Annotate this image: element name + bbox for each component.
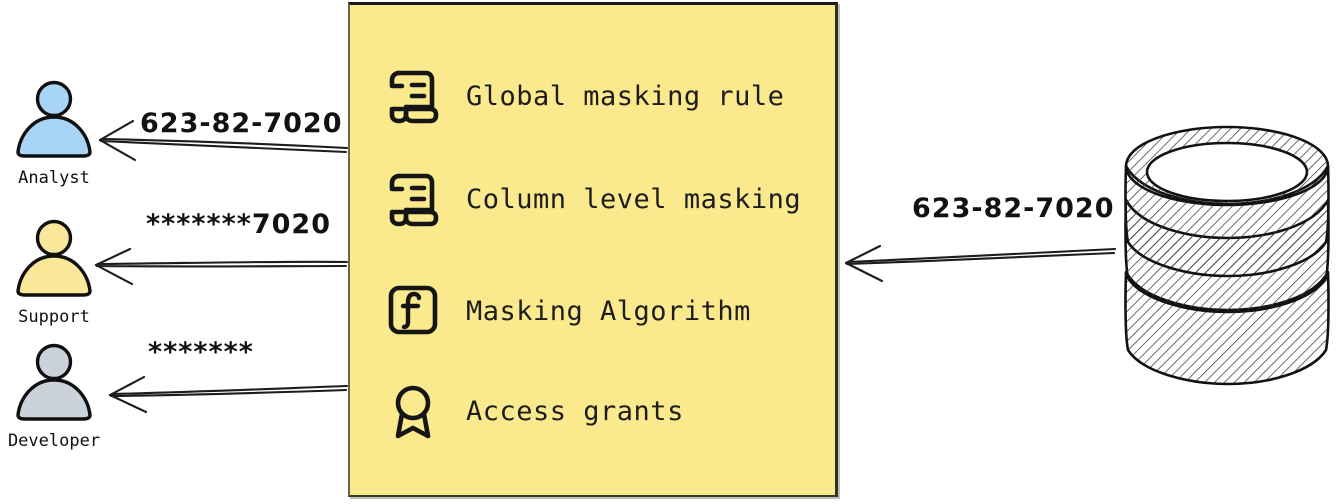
policy-item-global-masking-rule[interactable]: Global masking rule (386, 67, 784, 125)
policy-item-column-level-masking[interactable]: Column level masking (386, 170, 801, 228)
flow-label-support: *******7020 (146, 209, 331, 240)
policy-item-label: Column level masking (466, 183, 802, 215)
policy-item-masking-algorithm[interactable]: Masking Algorithm (386, 282, 751, 340)
flow-label-source: 623-82-7020 (912, 193, 1115, 224)
flow-label-developer: ******* (148, 337, 254, 368)
database-cylinder (1124, 125, 1330, 386)
scroll-icon (389, 70, 439, 124)
person-icon (16, 343, 92, 421)
database-icon[interactable] (1118, 122, 1336, 394)
actor-label: Support (18, 307, 90, 327)
policy-item-label: Access grants (466, 395, 684, 427)
policy-list: Global masking rule Column level masking (350, 5, 835, 495)
actor-analyst[interactable]: Analyst (2, 78, 106, 188)
arrow-to-support (94, 247, 349, 286)
arrow-from-database (844, 244, 1117, 283)
flow-label-analyst: 623-82-7020 (140, 108, 343, 139)
actor-support[interactable]: Support (2, 217, 106, 327)
person-icon (16, 219, 92, 297)
actor-label: Analyst (18, 168, 90, 188)
function-icon (388, 285, 438, 335)
actor-developer[interactable]: Developer (2, 341, 106, 451)
policy-item-access-grants[interactable]: Access grants (386, 382, 684, 440)
scroll-icon (389, 173, 439, 227)
actor-label: Developer (7, 431, 101, 451)
person-icon (16, 80, 92, 158)
policy-item-label: Masking Algorithm (466, 295, 751, 327)
policy-item-label: Global masking rule (466, 80, 785, 112)
award-icon (395, 385, 431, 439)
arrow-to-developer (108, 375, 349, 414)
arrow-to-analyst (98, 119, 349, 162)
policy-panel: Global masking rule Column level masking (348, 2, 838, 497)
